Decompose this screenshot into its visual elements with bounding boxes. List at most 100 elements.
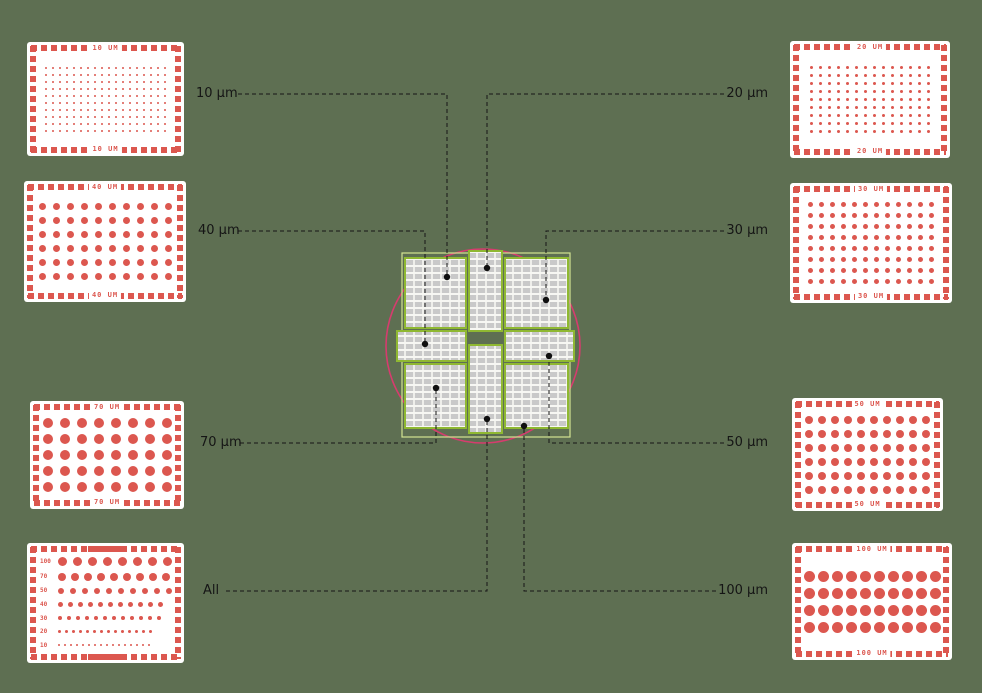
connector-label-40um: 40 µm — [198, 223, 240, 238]
dot-row — [42, 482, 172, 492]
dot-grid — [42, 415, 172, 495]
wafer-mark — [421, 340, 429, 348]
dot-row — [808, 279, 934, 284]
connector-label-10um: 10 µm — [196, 86, 238, 101]
dot-row — [805, 429, 930, 438]
dot-row — [45, 108, 166, 111]
pattern-panel-70um: 70 UM 70 UM — [30, 401, 184, 509]
panel-size-label-bottom: 100 UM — [853, 649, 891, 658]
dot-row — [810, 106, 930, 109]
dot-row — [808, 235, 934, 240]
dot-row — [45, 73, 166, 76]
panel-border-right — [943, 187, 949, 299]
panel-border-left — [27, 185, 33, 298]
panel-border-right — [175, 547, 181, 659]
all-row-size-label: 30 — [40, 614, 48, 622]
panel-size-label-top: 50 UM — [851, 400, 884, 409]
all-row-size-label: 20 — [40, 628, 48, 636]
panel-border-right — [943, 547, 949, 656]
all-row: 70 — [40, 572, 173, 581]
dot-row — [58, 572, 170, 581]
pattern-panel-40um: 40 UM 40 UM — [24, 181, 186, 302]
dot-row — [38, 203, 172, 210]
die-block — [504, 257, 569, 329]
dot-grid — [803, 557, 941, 646]
panel-size-label-top: 100 UM — [853, 545, 891, 554]
die-block — [468, 250, 503, 332]
dot-row — [803, 570, 941, 582]
panel-size-label-top: 40 UM — [88, 183, 122, 192]
dot-grid — [36, 195, 174, 288]
pattern-panel-30um: 30 UM 30 UM — [790, 183, 952, 303]
panel-size-label-bottom: 30 UM — [854, 292, 888, 301]
connector-line-10um — [238, 93, 448, 274]
panel-border-right — [175, 46, 181, 152]
dot-row — [805, 485, 930, 494]
all-row-size-label: 70 — [40, 573, 48, 581]
wafer-mark — [443, 273, 451, 281]
dot-row — [38, 245, 172, 252]
panel-border-left — [793, 45, 799, 154]
die-block — [504, 363, 569, 429]
dot-row — [38, 273, 172, 280]
panel-bottom-bar — [87, 654, 124, 660]
all-row: 30 — [40, 615, 173, 622]
panel-size-label-bottom: 70 UM — [90, 498, 124, 507]
panel-size-label-bottom: 10 UM — [89, 145, 122, 154]
all-row: 20 — [40, 628, 173, 635]
die-block — [396, 330, 467, 362]
wafer-mark — [542, 296, 550, 304]
dot-row — [45, 101, 166, 104]
panel-top-bar — [87, 546, 124, 552]
wafer-mark — [520, 422, 528, 430]
dot-row — [45, 122, 166, 125]
connector-line-20um — [486, 93, 724, 265]
connector-line-50um — [548, 359, 724, 444]
panel-border-left — [795, 402, 801, 507]
dot-row — [808, 268, 934, 273]
dot-row — [803, 604, 941, 616]
panel-border-left — [793, 187, 799, 299]
dot-grid — [802, 197, 940, 289]
dot-row — [45, 80, 166, 83]
panel-border-right — [177, 185, 183, 298]
connector-line-100um — [523, 429, 716, 592]
dot-grid — [802, 55, 938, 144]
dot-row — [805, 415, 930, 424]
dot-row — [45, 129, 166, 132]
wafer-mark — [432, 384, 440, 392]
connector-lines — [226, 93, 724, 592]
all-row: 40 — [40, 601, 173, 608]
panel-border-right — [934, 402, 940, 507]
connector-line-40um — [238, 230, 426, 341]
dot-row — [808, 246, 934, 251]
dot-row — [808, 202, 934, 207]
all-row: 10 — [40, 642, 173, 649]
die-block — [404, 257, 467, 329]
all-row-size-label: 40 — [40, 600, 48, 608]
dot-row — [58, 601, 163, 607]
connector-line-all — [226, 422, 488, 592]
panel-size-label-bottom: 20 UM — [853, 147, 887, 156]
panel-border-right — [175, 405, 181, 505]
dot-row — [45, 87, 166, 90]
dot-row — [58, 644, 150, 647]
dot-row — [38, 217, 172, 224]
dot-row — [803, 621, 941, 633]
panel-size-label-top: 70 UM — [90, 403, 124, 412]
wafer-ring — [385, 248, 581, 444]
dot-row — [42, 418, 172, 428]
die-block — [404, 363, 467, 429]
dot-row — [810, 74, 930, 77]
dot-row — [58, 630, 152, 634]
connector-label-100um: 100 µm — [718, 583, 768, 598]
dot-row — [42, 434, 172, 444]
panel-size-label-bottom: 40 UM — [88, 291, 122, 300]
pattern-panel-10um: 10 UM 10 UM — [27, 42, 184, 156]
dot-row — [810, 122, 930, 125]
pattern-panel-50um: 50 UM 50 UM — [792, 398, 943, 511]
panel-border-left — [30, 46, 36, 152]
connector-label-50um: 50 µm — [726, 435, 768, 450]
